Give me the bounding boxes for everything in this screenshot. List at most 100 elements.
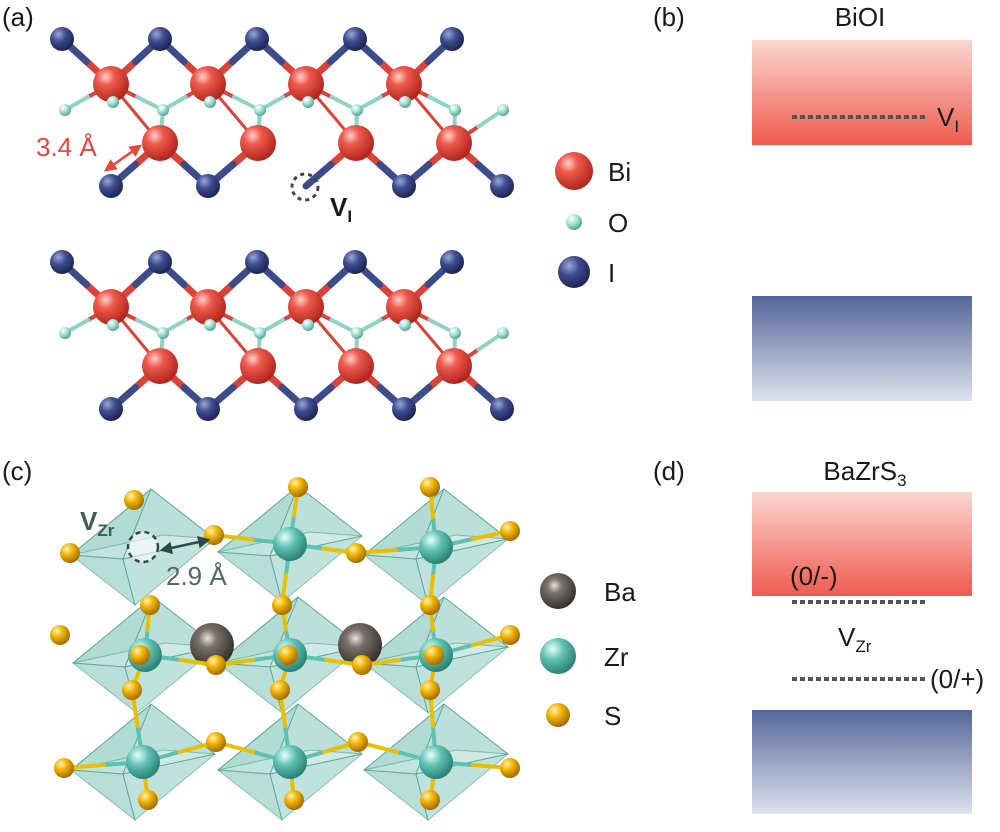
sulfur-atom [424, 645, 444, 665]
iodine-vacancy-marker [290, 172, 320, 202]
bismuth-atom [190, 66, 226, 102]
valence-band-b [752, 296, 972, 401]
sulfur-atom [270, 680, 290, 700]
sulfur-atom [500, 758, 520, 778]
sulfur-atom [420, 790, 440, 810]
iodine-atom [392, 397, 416, 421]
zirconium-atom [273, 745, 307, 779]
bismuth-atom [93, 66, 129, 102]
iodine-atom [343, 27, 367, 51]
oxygen-atom [107, 319, 119, 331]
iodine-atom [392, 174, 416, 198]
oxygen-atom [204, 319, 216, 331]
legend-ba-label: Ba [604, 577, 636, 607]
conduction-band-d [752, 492, 972, 596]
iodine-atom [148, 250, 172, 274]
oxygen-atom [302, 319, 314, 331]
transition-lower-label: (0/+) [930, 664, 984, 694]
bismuth-atom [240, 125, 276, 161]
oxygen-atom [351, 327, 363, 339]
sulfur-atom [500, 625, 520, 645]
bond-length-c: 2.9 Å [166, 561, 227, 591]
atoms [50, 27, 514, 198]
vacancy-label-c: VZr [80, 506, 115, 540]
valence-band-d [752, 710, 972, 814]
iodine-atom [343, 250, 367, 274]
sulfur-atom [130, 645, 150, 665]
bismuth-atom [338, 125, 374, 161]
iodine-atom [196, 397, 220, 421]
sulfur-atom [420, 595, 440, 615]
iodine-atom [440, 250, 464, 274]
octahedron-face [217, 596, 364, 664]
oxygen-atom [449, 327, 461, 339]
bond [302, 161, 335, 190]
bond-length-arrow-a [103, 144, 143, 172]
bismuth-atom [436, 348, 472, 384]
defect-level-label-d: VZr [838, 622, 872, 656]
sulfur-atom [284, 790, 304, 810]
bond-length-arrow-c [159, 536, 211, 554]
sulfur-atom [348, 732, 368, 752]
legend-i-label: I [608, 258, 615, 288]
iodine-atom [440, 27, 464, 51]
oxygen-atom [497, 104, 509, 116]
sulfur-atom [140, 595, 160, 615]
oxygen-atom [204, 96, 216, 108]
legend-o-swatch [566, 214, 582, 230]
bonds [58, 258, 506, 413]
oxygen-atom [107, 96, 119, 108]
bazrs3-structure [50, 477, 520, 810]
zirconium-atom [126, 745, 160, 779]
legend-zr-swatch [540, 638, 576, 674]
iodine-atom [196, 174, 220, 198]
iodine-atom [50, 250, 74, 274]
vacancy-label-a: VI [330, 192, 352, 226]
sulfur-atom [420, 477, 440, 497]
iodine-atom [490, 174, 514, 198]
bismuth-atom [386, 289, 422, 325]
bismuth-atom [338, 348, 374, 384]
legend-bi-label: Bi [608, 157, 631, 187]
iodine-atom [245, 250, 269, 274]
oxygen-atom [59, 327, 71, 339]
legend-bi-swatch [555, 152, 593, 190]
iodine-atom [294, 397, 318, 421]
legend-i-swatch [558, 256, 590, 288]
sulfur-atom [206, 732, 226, 752]
sulfur-atom [204, 525, 224, 545]
iodine-atom [99, 397, 123, 421]
panel-a: (a) VI 3.4 Å Bi O I [2, 2, 631, 421]
bismuth-atom [240, 348, 276, 384]
bioi-layer-top [50, 27, 514, 198]
sulfur-atom [206, 655, 226, 675]
sulfur-atom [50, 625, 70, 645]
panel-b-label: (b) [653, 2, 685, 32]
oxygen-atom [449, 104, 461, 116]
sulfur-atom [278, 645, 298, 665]
panel-d: (d) BaZrS3 (0/-) VZr (0/+) [653, 456, 984, 814]
zirconium-atom [419, 745, 453, 779]
barium-atom [338, 623, 382, 667]
legend-c: Ba Zr S [540, 573, 636, 731]
legend-ba-swatch [540, 573, 576, 609]
octahedron-face [70, 488, 217, 556]
sulfur-atom [60, 543, 80, 563]
sulfur-atom [500, 521, 520, 541]
defect-level-label-b: VI [937, 102, 959, 136]
bismuth-atom [436, 125, 472, 161]
octahedron-face [363, 488, 510, 556]
bismuth-atom [142, 125, 178, 161]
conduction-band-b [752, 40, 972, 145]
sulfur-atom [288, 477, 308, 497]
sulfur-atom [124, 490, 144, 510]
oxygen-atom [497, 327, 509, 339]
atoms [50, 250, 514, 421]
zr-vacancy-marker [126, 530, 160, 564]
legend-zr-label: Zr [604, 642, 629, 672]
sulfur-atom [122, 680, 142, 700]
bismuth-atom [190, 289, 226, 325]
sulfur-atom [346, 543, 366, 563]
legend-s-swatch [546, 703, 570, 727]
